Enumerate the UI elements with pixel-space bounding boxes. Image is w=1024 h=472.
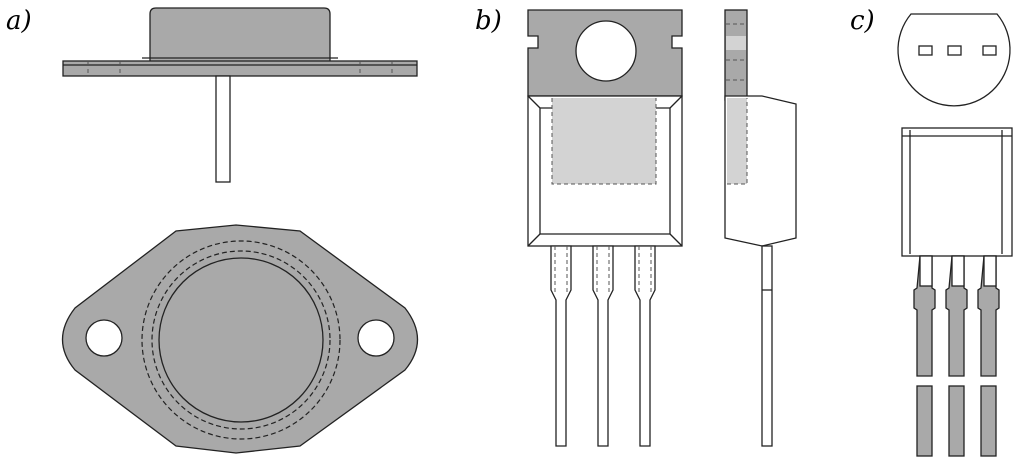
to92-body xyxy=(901,127,1013,257)
panel-label-b: b) xyxy=(475,6,502,36)
panel-label-c: c) xyxy=(850,6,875,36)
to220-mount-hole xyxy=(575,20,637,82)
to220-side-view xyxy=(724,9,797,447)
to3-lead xyxy=(215,75,231,183)
to92-lead-pad-3 xyxy=(982,45,997,56)
to3-diamond-flange xyxy=(62,224,418,454)
to92-front-view xyxy=(901,127,1013,457)
to220-side-lead xyxy=(761,245,773,447)
to92-lead-pad-1 xyxy=(918,45,933,56)
to3-side-view xyxy=(62,7,418,183)
to3-flange xyxy=(62,60,418,77)
to3-mount-hole-left xyxy=(85,319,123,357)
to3-cap xyxy=(149,7,331,63)
to220-leads xyxy=(550,245,656,447)
to92-flat-circle xyxy=(897,13,1011,107)
to92-bottom-view xyxy=(897,13,1011,107)
panel-label-a: a) xyxy=(6,6,32,36)
to92-leads xyxy=(913,255,1000,457)
to220-front-view xyxy=(527,9,683,447)
to92-lead-pad-2 xyxy=(947,45,962,56)
to3-mount-hole-right xyxy=(357,319,395,357)
to3-top-view xyxy=(62,224,418,454)
